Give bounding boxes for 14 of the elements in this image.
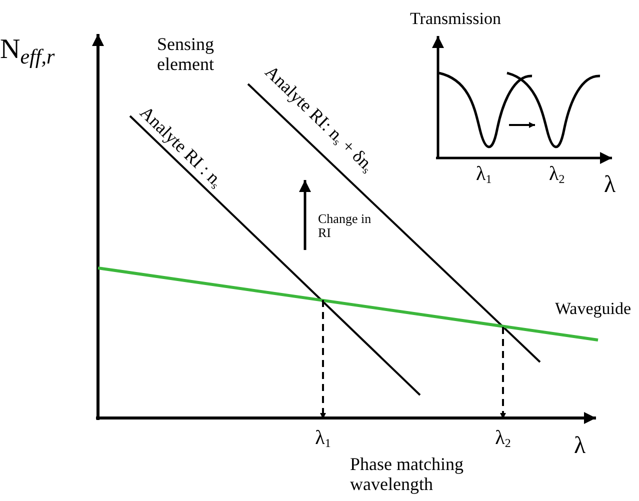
axis-label: λ [574, 433, 586, 460]
axis-label: Transmission [410, 10, 502, 29]
axis-label: N$_{eff,r}$ [0, 35, 55, 68]
tick-label: λ$_{2}$ [494, 426, 512, 450]
dashed-arrow [320, 300, 326, 419]
dashed-arrow [500, 327, 506, 419]
annotation-text: Change in RI [318, 212, 372, 241]
axis-label: λ [604, 172, 616, 198]
annotation-text: Sensing element [157, 35, 216, 75]
curve-label: Waveguide [555, 300, 632, 319]
axis-label: Phase matching wavelength [350, 455, 464, 495]
tick-label: λ$_{1}$ [476, 163, 492, 186]
tick-label: λ$_{1}$ [314, 426, 332, 450]
tick-label: λ$_{2}$ [549, 163, 565, 186]
